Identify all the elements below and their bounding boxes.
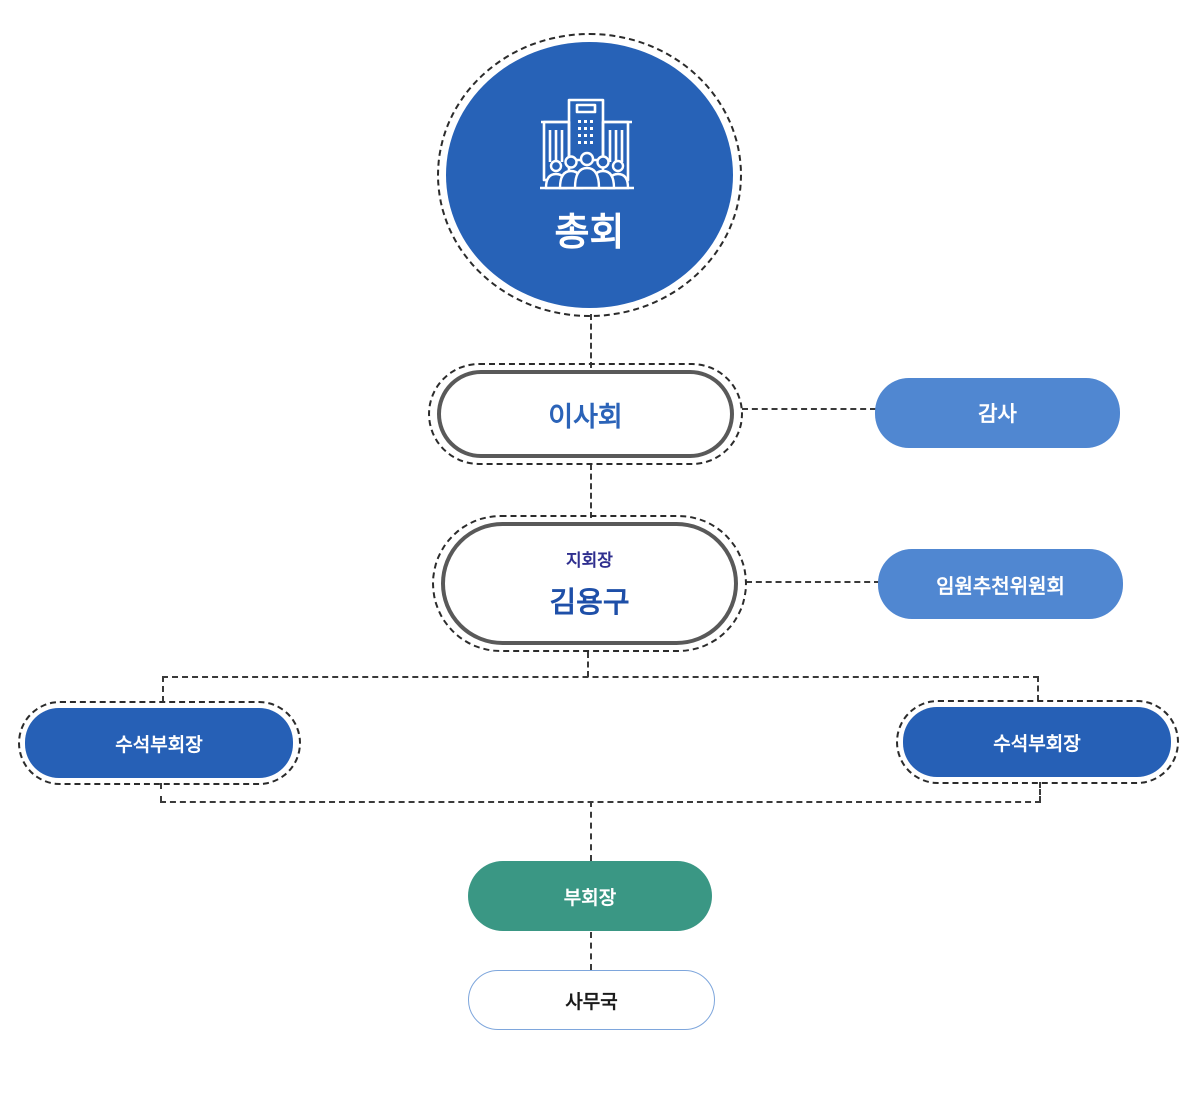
connector-board-audit — [742, 408, 876, 410]
secretariat-node[interactable]: 사무국 — [468, 970, 715, 1030]
audit-node[interactable]: 감사 — [875, 378, 1120, 448]
svp-right-halo — [896, 700, 1179, 784]
connector-upper-bar — [162, 676, 1039, 678]
connector-lower-left-rise — [160, 783, 162, 802]
connector-lower-bar — [160, 801, 1041, 803]
officer-committee-node[interactable]: 임원추천위원회 — [878, 549, 1123, 619]
connector-lower-right-rise — [1039, 782, 1041, 802]
branch-president-node[interactable]: 지회장 김용구 — [441, 522, 738, 645]
branch-president-title: 지회장 — [566, 551, 613, 571]
connector-upper-right-drop — [1037, 676, 1039, 701]
senior-vice-president-label: 수석부회장 — [993, 732, 1081, 755]
building-with-people-icon — [536, 96, 638, 192]
connector-to-vice-president — [590, 801, 592, 861]
assembly-halo — [437, 33, 742, 317]
connector-assembly-board — [590, 314, 592, 368]
board-node[interactable]: 이사회 — [437, 370, 734, 458]
president-halo — [432, 515, 747, 652]
secretariat-label: 사무국 — [565, 990, 618, 1013]
board-halo — [428, 363, 743, 465]
connector-president-committee — [746, 581, 880, 583]
svp-left-halo — [18, 701, 301, 785]
connector-president-branch — [587, 652, 589, 677]
connector-vp-secretariat — [590, 932, 592, 970]
connector-upper-left-drop — [162, 676, 164, 702]
vice-president-node[interactable]: 부회장 — [468, 861, 712, 931]
branch-president-name: 김용구 — [549, 585, 630, 619]
senior-vice-president-label: 수석부회장 — [115, 733, 203, 756]
officer-committee-label: 임원추천위원회 — [936, 573, 1065, 598]
board-label: 이사회 — [548, 401, 623, 433]
senior-vice-president-left[interactable]: 수석부회장 — [25, 708, 293, 778]
senior-vice-president-right[interactable]: 수석부회장 — [903, 707, 1171, 777]
audit-label: 감사 — [978, 402, 1017, 426]
vice-president-label: 부회장 — [563, 886, 617, 909]
connector-board-president — [590, 464, 592, 518]
general-assembly-title: 총회 — [554, 209, 625, 254]
